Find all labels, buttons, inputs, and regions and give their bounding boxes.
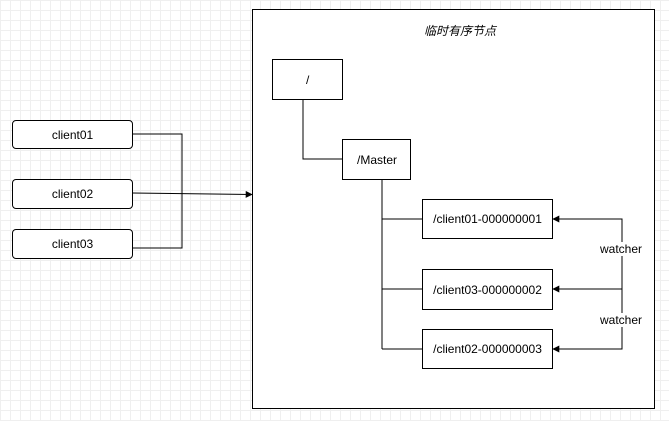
watcher-label-2: watcher (600, 313, 643, 327)
client02-to-container-arrow (131, 190, 253, 198)
seq-node-2[interactable]: /client03-000000002 (422, 269, 553, 310)
watcher-label-1: watcher (600, 242, 643, 256)
watcher-line-3 (552, 289, 623, 353)
client01-connector (132, 133, 183, 193)
client01-box[interactable]: client01 (12, 120, 133, 149)
seq-node-1[interactable]: /client01-000000001 (422, 199, 553, 239)
client02-box[interactable]: client02 (12, 179, 133, 209)
client03-connector (132, 193, 183, 249)
seq-node-3[interactable]: /client02-000000003 (422, 329, 553, 369)
watcher-line-1 (552, 215, 623, 289)
root-to-master-connector (302, 99, 342, 160)
master-node[interactable]: /Master (342, 139, 411, 180)
root-node[interactable]: / (272, 59, 343, 100)
client03-box[interactable]: client03 (12, 229, 133, 259)
container-title: 临时有序节点 (424, 24, 497, 38)
